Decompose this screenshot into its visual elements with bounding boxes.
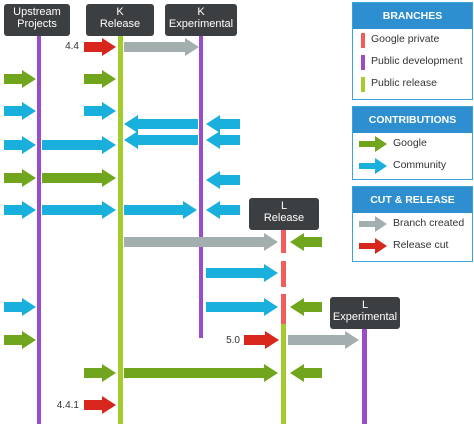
k-release-line bbox=[118, 34, 123, 424]
legend-contributions: CONTRIBUTIONS Google Community bbox=[352, 106, 473, 180]
public-development-swatch bbox=[361, 55, 365, 70]
legend-cut-release-title: CUT & RELEASE bbox=[353, 187, 472, 213]
flow-arrow-18 bbox=[206, 201, 240, 219]
header-l-experimental-line2: Experimental bbox=[332, 311, 398, 323]
upstream-line bbox=[37, 34, 41, 424]
header-l-release: L Release bbox=[249, 198, 319, 230]
legend-public-development-label: Public development bbox=[371, 55, 463, 67]
header-k-release-line2: Release bbox=[99, 18, 141, 30]
flow-arrow-17 bbox=[124, 201, 197, 219]
l-private-segment-3 bbox=[281, 294, 286, 324]
flow-arrow-30 bbox=[290, 364, 322, 382]
legend-row-release-cut: Release cut bbox=[353, 235, 472, 257]
flow-arrow-23 bbox=[206, 298, 278, 316]
google-arrow-icon bbox=[359, 136, 387, 152]
release-cut-arrow-icon bbox=[359, 238, 387, 254]
flow-arrow-13 bbox=[42, 169, 116, 187]
header-k-experimental-line2: Experimental bbox=[168, 18, 234, 30]
header-l-experimental-line1: L bbox=[361, 299, 369, 311]
header-upstream-line2: Projects bbox=[17, 18, 57, 30]
flow-arrow-11 bbox=[42, 136, 116, 154]
flow-arrow-2 bbox=[4, 70, 36, 88]
flow-arrow-6 bbox=[124, 115, 198, 133]
legend-row-community: Community bbox=[353, 155, 472, 177]
arrow-group bbox=[4, 38, 359, 414]
flow-arrow-1 bbox=[124, 38, 199, 56]
k-experimental-line bbox=[199, 34, 203, 338]
legend-branch-created-label: Branch created bbox=[393, 217, 465, 229]
flow-arrow-15 bbox=[4, 201, 36, 219]
l-release-line bbox=[281, 324, 286, 424]
legend-release-cut-label: Release cut bbox=[393, 239, 449, 251]
legend-row-google-private: Google private bbox=[353, 29, 472, 51]
legend-public-release-label: Public release bbox=[371, 77, 437, 89]
flow-arrow-0 bbox=[84, 38, 116, 56]
legend-row-branch-created: Branch created bbox=[353, 213, 472, 235]
flow-arrow-16 bbox=[42, 201, 116, 219]
flow-arrow-14 bbox=[206, 171, 240, 189]
header-l-release-line1: L bbox=[280, 200, 288, 212]
flow-arrow-4 bbox=[4, 102, 36, 120]
header-k-experimental: K Experimental bbox=[165, 4, 237, 36]
flow-arrow-7 bbox=[206, 115, 240, 133]
branch-created-arrow-icon bbox=[359, 216, 387, 232]
legend-branches-title: BRANCHES bbox=[353, 3, 472, 29]
flow-arrow-24 bbox=[290, 298, 322, 316]
flow-arrow-8 bbox=[124, 131, 198, 149]
legend-google-label: Google bbox=[393, 137, 427, 149]
community-arrow-icon bbox=[359, 158, 387, 174]
flow-arrow-26 bbox=[244, 331, 279, 349]
flow-arrow-12 bbox=[4, 169, 36, 187]
flow-arrow-29 bbox=[124, 364, 278, 382]
legend-cut-release: CUT & RELEASE Branch created Release cut bbox=[352, 186, 473, 262]
header-l-release-line2: Release bbox=[263, 212, 305, 224]
flow-arrow-31 bbox=[84, 396, 116, 414]
legend-row-public-release: Public release bbox=[353, 73, 472, 95]
legend-contributions-title: CONTRIBUTIONS bbox=[353, 107, 472, 133]
flow-arrow-20 bbox=[290, 233, 322, 251]
header-k-experimental-line1: K bbox=[197, 6, 205, 18]
legend-branches: BRANCHES Google private Public developme… bbox=[352, 2, 473, 100]
header-k-release-line1: K bbox=[116, 6, 124, 18]
legend-row-public-development: Public development bbox=[353, 51, 472, 73]
l-private-segment-2 bbox=[281, 261, 286, 287]
flow-arrow-5 bbox=[84, 102, 116, 120]
flow-arrow-25 bbox=[4, 331, 36, 349]
l-private-segment-1 bbox=[281, 229, 286, 253]
version-label-5-0: 5.0 bbox=[226, 335, 240, 346]
flow-arrow-27 bbox=[288, 331, 359, 349]
header-k-release: K Release bbox=[86, 4, 154, 36]
version-label-4-4: 4.4 bbox=[65, 41, 79, 52]
header-upstream-line1: Upstream bbox=[13, 6, 61, 18]
l-experimental-line bbox=[362, 326, 367, 424]
version-label-4-4-1: 4.4.1 bbox=[56, 400, 79, 411]
flow-arrow-3 bbox=[84, 70, 116, 88]
flow-arrow-19 bbox=[124, 233, 278, 251]
flow-arrow-28 bbox=[84, 364, 116, 382]
flow-arrow-10 bbox=[4, 136, 36, 154]
header-l-experimental: L Experimental bbox=[330, 297, 400, 329]
flow-arrow-21 bbox=[206, 264, 278, 282]
legend-google-private-label: Google private bbox=[371, 33, 440, 45]
google-private-swatch bbox=[361, 33, 365, 48]
legend-row-google: Google bbox=[353, 133, 472, 155]
legend-community-label: Community bbox=[393, 159, 447, 171]
flow-arrow-22 bbox=[4, 298, 36, 316]
flow-arrow-9 bbox=[206, 131, 240, 149]
public-release-swatch bbox=[361, 77, 365, 92]
header-upstream-projects: Upstream Projects bbox=[4, 4, 70, 36]
